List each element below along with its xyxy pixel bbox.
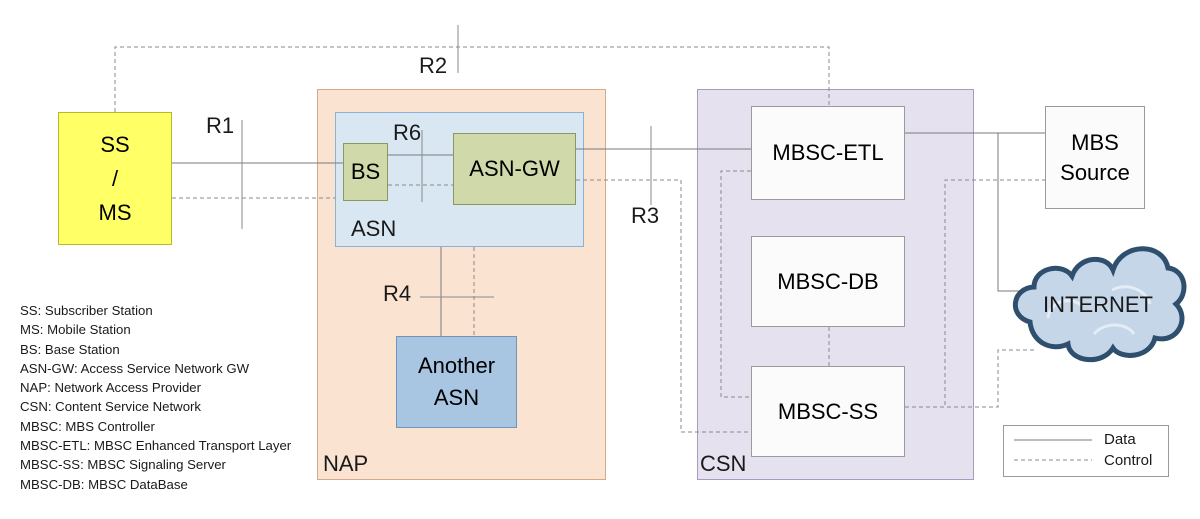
- mbsc-ss-node: MBSC-SS: [751, 366, 905, 457]
- key-control-label: Control: [1104, 452, 1153, 469]
- legend-item: MBSC: MBS Controller: [20, 418, 155, 434]
- legend-item: MS: Mobile Station: [20, 322, 131, 338]
- r2-label: R2: [419, 53, 448, 78]
- control-link-etl-mbscss: [720, 170, 751, 398]
- mbs-source-node: MBS Source: [1045, 106, 1145, 209]
- control-link-mbscss-source: [905, 179, 1045, 408]
- legend-item: MBSC-SS: MBSC Signaling Server: [20, 457, 226, 473]
- bs-label: BS: [350, 159, 381, 184]
- legend-item: NAP: Network Access Provider: [20, 380, 202, 396]
- mbsc-db-label: MBSC-DB: [777, 268, 879, 294]
- legend-item: MBSC-DB: MBSC DataBase: [20, 476, 188, 492]
- mbs-source-label-line2: Source: [1060, 159, 1130, 185]
- legend-item: CSN: Content Service Network: [20, 399, 202, 415]
- r1-label: R1: [206, 113, 235, 138]
- bs-node: BS: [343, 143, 388, 201]
- line-style-key: [1003, 425, 1169, 477]
- data-link-etl-internet: [997, 133, 1030, 292]
- r3-label: R3: [631, 203, 660, 228]
- mbsc-ss-label: MBSC-SS: [777, 398, 879, 424]
- control-link-asngw-mbscss: [576, 179, 751, 433]
- legend-item: BS: Base Station: [20, 341, 120, 357]
- legend-item: ASN-GW: Access Service Network GW: [20, 360, 250, 376]
- internet-label: INTERNET: [1043, 292, 1153, 317]
- mbsc-db-node: MBSC-DB: [751, 236, 905, 327]
- cloud-icon: [1012, 246, 1187, 363]
- ss-ms-label-ms: MS: [98, 199, 132, 225]
- asn-label: ASN: [351, 216, 397, 241]
- ss-ms-label-ss: SS: [100, 131, 130, 157]
- legend-item: MBSC-ETL: MBSC Enhanced Transport Layer: [20, 438, 292, 454]
- abbreviation-legend: SS: Subscriber Station MS: Mobile Statio…: [20, 301, 291, 494]
- asn-gw-node: ASN-GW: [453, 133, 576, 205]
- asn-gw-label: ASN-GW: [469, 156, 560, 181]
- another-asn-label-line1: Another: [417, 353, 496, 378]
- mbsc-etl-label: MBSC-ETL: [772, 140, 884, 165]
- mbs-source-label-line1: MBS: [1071, 129, 1119, 155]
- nap-label: NAP: [323, 451, 369, 476]
- csn-label: CSN: [700, 451, 747, 476]
- legend-item: SS: Subscriber Station: [20, 303, 153, 318]
- r6-label: R6: [393, 120, 422, 145]
- key-data-label: Data: [1104, 431, 1136, 448]
- another-asn-label-line2: ASN: [433, 385, 480, 410]
- control-link-ss-etl: [114, 46, 830, 112]
- another-asn-node: Another ASN: [396, 336, 517, 428]
- ss-ms-node: SS / MS: [58, 112, 172, 245]
- r4-label: R4: [383, 281, 412, 306]
- ss-ms-label-slash: /: [111, 165, 119, 191]
- control-link-mbscss-internet: [905, 349, 1034, 408]
- mbsc-etl-node: MBSC-ETL: [751, 106, 905, 200]
